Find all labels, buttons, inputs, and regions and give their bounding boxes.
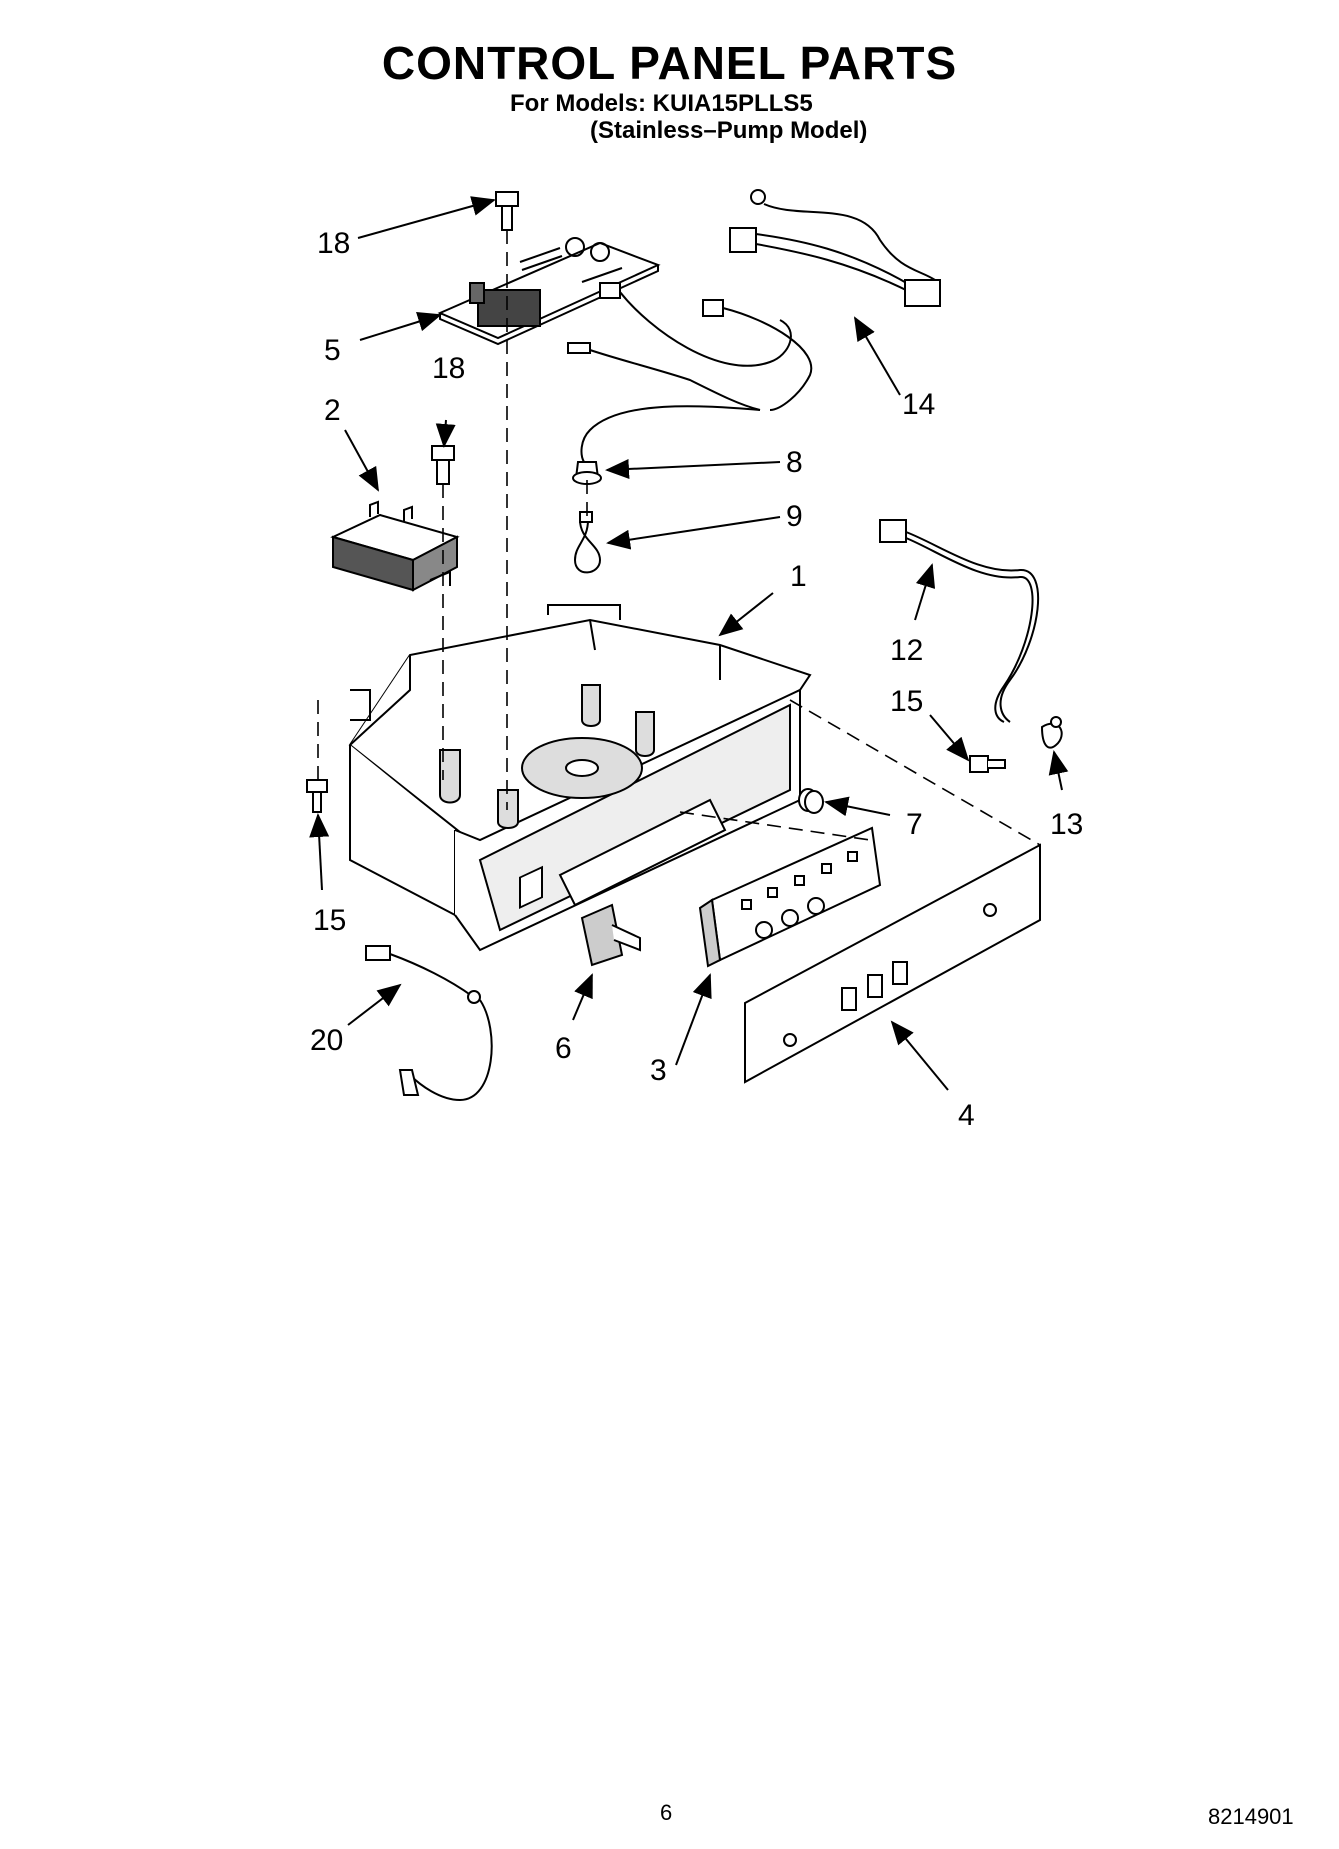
callout-18-top: 18 [317,227,350,260]
callout-7: 7 [906,808,923,841]
screw-right [969,755,1006,773]
faceplate [744,843,1041,1084]
callout-5: 5 [324,334,341,367]
callout-2: 2 [324,394,341,427]
assembly-lines [317,230,1041,846]
callout-15-right: 15 [890,685,923,718]
wire-harness-14 [729,189,941,307]
callout-15-left: 15 [313,904,346,937]
model-variant: (Stainless–Pump Model) [590,117,868,144]
control-housing [348,604,812,952]
models-line: For Models: KUIA15PLLS5 [510,90,813,117]
callout-9: 9 [786,500,803,533]
page-title: CONTROL PANEL PARTS [381,37,958,89]
control-board [437,237,661,346]
screw-bottom-left [306,779,328,813]
callout-1: 1 [790,560,807,593]
wire-clip [1040,716,1063,749]
callout-13: 13 [1050,808,1083,841]
callout-6: 6 [555,1032,572,1065]
transformer [330,500,460,592]
document-number: 8214901 [1208,1804,1294,1829]
callout-labels: 18 5 18 2 14 8 9 1 12 15 13 7 15 20 6 3 … [310,227,1083,1132]
callout-4: 4 [958,1099,975,1132]
callout-8: 8 [786,446,803,479]
callout-12: 12 [890,634,923,667]
sensor-probe [365,945,493,1102]
plug-button [798,788,824,814]
rocker-switch [580,903,641,967]
leader-arrows [309,196,1069,1091]
callout-18-left: 18 [432,352,465,385]
page-number: 6 [660,1800,673,1825]
callout-3: 3 [650,1054,667,1087]
wire-harness-8 [567,282,813,485]
cable-12 [879,519,1040,723]
callout-20: 20 [310,1024,343,1057]
screw-top [495,191,519,231]
callout-14: 14 [902,388,935,421]
lamp-bulb [573,511,602,574]
control-module [698,826,882,968]
screw-left [431,445,455,485]
